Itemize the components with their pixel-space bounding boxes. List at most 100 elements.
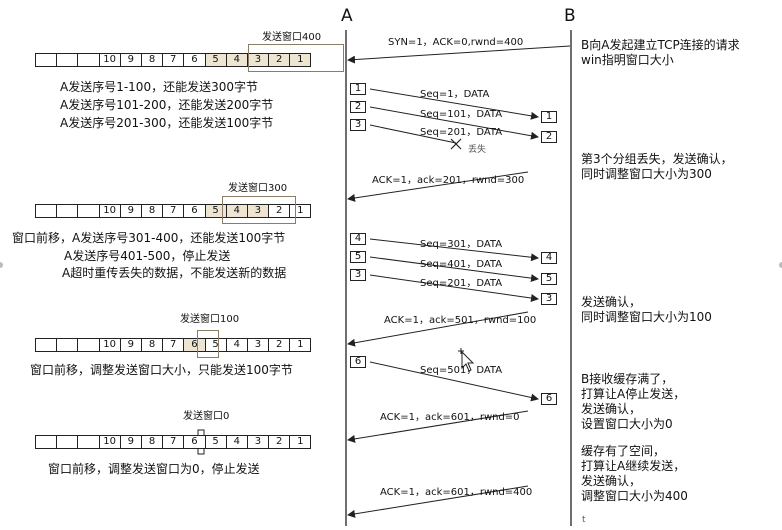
window-cell: 1 [289,338,312,352]
msg-seq201b: Seq=201，DATA [420,278,503,289]
segment-b-5: 5 [541,273,557,285]
window-label-0: 发送窗口0 [183,411,230,422]
segment-a-4: 4 [350,233,366,245]
a-text-2: A发送序号101-200，还能发送200字节 [60,98,274,112]
lost-x-mark [450,138,462,150]
msg-seq501: Seq=501，DATA [420,365,503,376]
window-cell: 9 [119,53,142,67]
a-text-7: 窗口前移，调整发送窗口大小，只能发送100字节 [30,363,293,377]
window-cell: 7 [162,204,185,218]
a-text-4: 窗口前移，A发送序号301-400，还能发送100字节 [12,231,286,245]
window-cell: 2 [268,204,291,218]
resize-handle-right[interactable] [779,262,782,268]
segment-a-3: 3 [350,119,366,131]
window-cell [77,204,100,218]
ack201-arrow [347,171,529,202]
resize-handle-left[interactable] [0,262,3,268]
window-cell [35,204,58,218]
window-cell: 9 [119,338,142,352]
window-cell: 7 [162,338,185,352]
window-cell: 6 [183,53,206,67]
window-cell: 7 [162,435,185,449]
b-note-3: 发送确认， 同时调整窗口大小为100 [581,295,712,324]
window-cell: 8 [140,338,164,352]
segment-a-6: 6 [350,356,366,368]
msg-seq101: Seq=101，DATA [420,109,503,120]
a-text-5: A发送序号401-500，停止发送 [64,249,231,263]
window-cell: 8 [140,53,164,67]
segment-b-1: 1 [541,111,557,123]
window-cell [35,338,58,352]
window-label-300: 发送窗口300 [228,183,288,194]
segment-a-1: 1 [350,83,366,95]
window-cell: 9 [119,435,142,449]
window-cell: 9 [119,204,142,218]
window-cell: 4 [225,435,248,449]
ack601a-arrow [347,410,529,443]
window-cell [56,53,79,67]
msg-ack201: ACK=1，ack=201，rwnd=300 [372,175,525,186]
window-cell [56,338,79,352]
window-cell: 10 [98,53,121,67]
window-cell: 3 [246,338,270,352]
seq301-arrow [369,238,539,262]
window-label-100: 发送窗口100 [180,314,240,325]
seq401-arrow [369,256,539,283]
window-cell: 5 [204,204,227,218]
window-cell [56,204,79,218]
window-cell: 3 [246,204,270,218]
window-cell [35,53,58,67]
a-text-8: 窗口前移，调整发送窗口为0，停止发送 [48,462,260,476]
msg-lost: 丢失 [468,145,487,155]
move-cursor-icon [458,348,475,372]
window-cell [35,435,58,449]
msg-seq401: Seq=401，DATA [420,259,503,270]
syn-arrow [347,45,571,64]
window-cell [56,435,79,449]
window-cell: 8 [140,435,164,449]
window-cell: 3 [246,53,270,67]
ack601b-arrow [347,485,529,518]
b-axis-t-label: t [582,515,586,525]
a-text-1: A发送序号1-100，还能发送300字节 [60,80,258,94]
segment-b-3: 3 [541,293,557,305]
window-cell: 4 [225,338,248,352]
window-cell: 6 [183,435,206,449]
seq101-arrow [369,106,539,140]
window-cell: 1 [289,53,312,67]
b-note-5: 缓存有了空间， 打算让A继续发送， 发送确认， 调整窗口大小为400 [581,444,688,503]
window-cell: 6 [183,338,206,352]
a-text-6: A超时重传丢失的数据，不能发送新的数据 [62,266,287,280]
msg-seq201: Seq=201，DATA [420,127,503,138]
segment-a-3-retransmit: 3 [350,269,366,281]
msg-seq301: Seq=301，DATA [420,239,503,250]
msg-syn: SYN=1，ACK=0,rwnd=400 [388,37,524,48]
window-cell: 5 [204,338,227,352]
seq201b-arrow [369,274,539,302]
window-cell: 10 [98,204,121,218]
window-cell: 10 [98,435,121,449]
window-cell: 4 [225,204,248,218]
seq1-arrow [369,88,539,120]
a-text-3: A发送序号201-300，还能发送100字节 [60,116,274,130]
msg-ack501: ACK=1，ack=501，rwnd=100 [384,315,537,326]
window-cell: 7 [162,53,185,67]
b-note-2: 第3个分组丢失，发送确认， 同时调整窗口大小为300 [581,152,733,181]
host-b-label: B [564,6,576,26]
b-note-1: B向A发起建立TCP连接的请求 win指明窗口大小 [581,38,740,67]
window-cell: 6 [183,204,206,218]
window-cell: 5 [204,53,227,67]
b-note-4: B接收缓存满了， 打算让A停止发送， 发送确认， 设置窗口大小为0 [581,372,686,431]
segment-b-4: 4 [541,252,557,264]
window-cell: 8 [140,204,164,218]
window-cell: 1 [289,204,312,218]
ack501-arrow [347,311,529,347]
seq501-arrow [369,361,539,402]
msg-ack601-rwnd0: ACK=1，ack=601，rwnd=0 [380,412,520,423]
segment-b-6: 6 [541,393,557,405]
